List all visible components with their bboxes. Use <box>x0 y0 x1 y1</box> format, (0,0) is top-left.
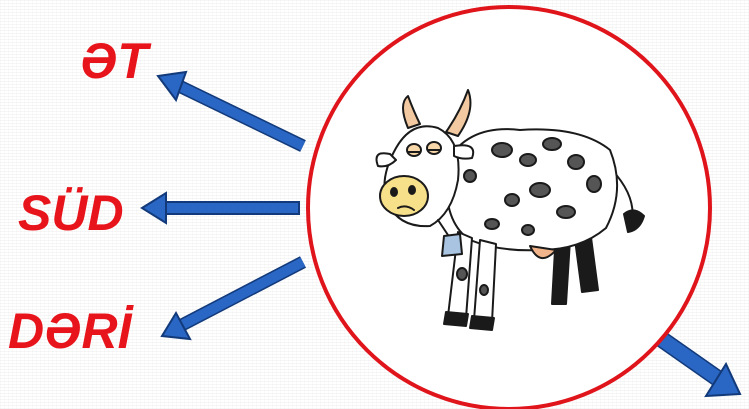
word-skin: DƏRİ <box>8 303 132 359</box>
word-milk: SÜD <box>18 185 124 241</box>
arrow-to-meat <box>156 70 306 152</box>
word-meat: ƏT <box>80 33 148 89</box>
cow-icon <box>375 89 645 331</box>
arrow-to-milk <box>140 191 300 225</box>
arrow-to-skin <box>160 256 307 341</box>
